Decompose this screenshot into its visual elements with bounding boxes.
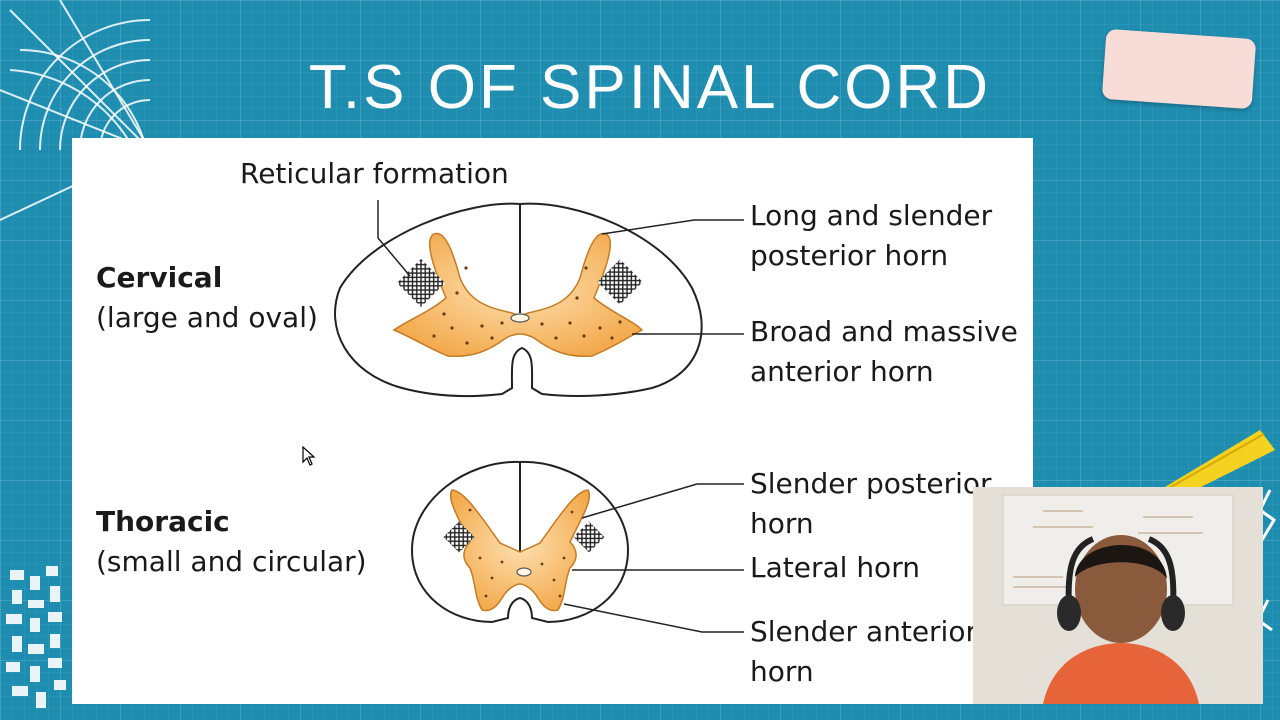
presenter-figure bbox=[973, 487, 1263, 704]
thoracic-shape: (small and circular) bbox=[96, 545, 367, 578]
cervical-reticular-left bbox=[396, 258, 446, 308]
thoracic-anterior-pointer bbox=[563, 603, 744, 633]
cervical-shape: (large and oval) bbox=[96, 301, 318, 334]
thoracic-posterior-label-2: horn bbox=[750, 507, 814, 540]
spinal-cord-diagram bbox=[334, 200, 744, 633]
cervical-section bbox=[334, 200, 744, 397]
cervical-name: Cervical bbox=[96, 261, 223, 294]
maze-decoration bbox=[6, 566, 66, 708]
diagram-panel: Reticular formation Cervical (large and … bbox=[72, 138, 1033, 704]
thoracic-central-canal bbox=[516, 567, 532, 577]
thoracic-reticular-left bbox=[443, 521, 475, 553]
thoracic-anterior-label-1: Slender anterior bbox=[750, 615, 977, 648]
slide-title: T.S OF SPINAL CORD bbox=[308, 53, 992, 122]
thoracic-name: Thoracic bbox=[96, 505, 230, 538]
thoracic-anterior-label-2: horn bbox=[750, 655, 814, 688]
thoracic-posterior-pointer bbox=[581, 483, 744, 519]
cervical-posterior-pointer bbox=[601, 219, 744, 235]
thoracic-posterior-label-1: Slender posterior bbox=[750, 467, 992, 500]
cervical-anterior-label-2: anterior horn bbox=[750, 355, 934, 388]
thoracic-lateral-label: Lateral horn bbox=[750, 551, 920, 584]
cervical-central-canal bbox=[510, 313, 530, 323]
cervical-anterior-label-1: Broad and massive bbox=[750, 315, 1018, 348]
thoracic-section bbox=[410, 460, 744, 633]
cervical-posterior-label-2: posterior horn bbox=[750, 239, 949, 272]
webcam-presenter bbox=[973, 487, 1263, 704]
cervical-grey-matter bbox=[392, 232, 644, 358]
cervical-posterior-label-1: Long and slender bbox=[750, 199, 993, 232]
reticular-formation-label: Reticular formation bbox=[240, 157, 509, 190]
mouse-cursor-icon bbox=[302, 446, 316, 466]
cervical-outline bbox=[334, 202, 703, 397]
